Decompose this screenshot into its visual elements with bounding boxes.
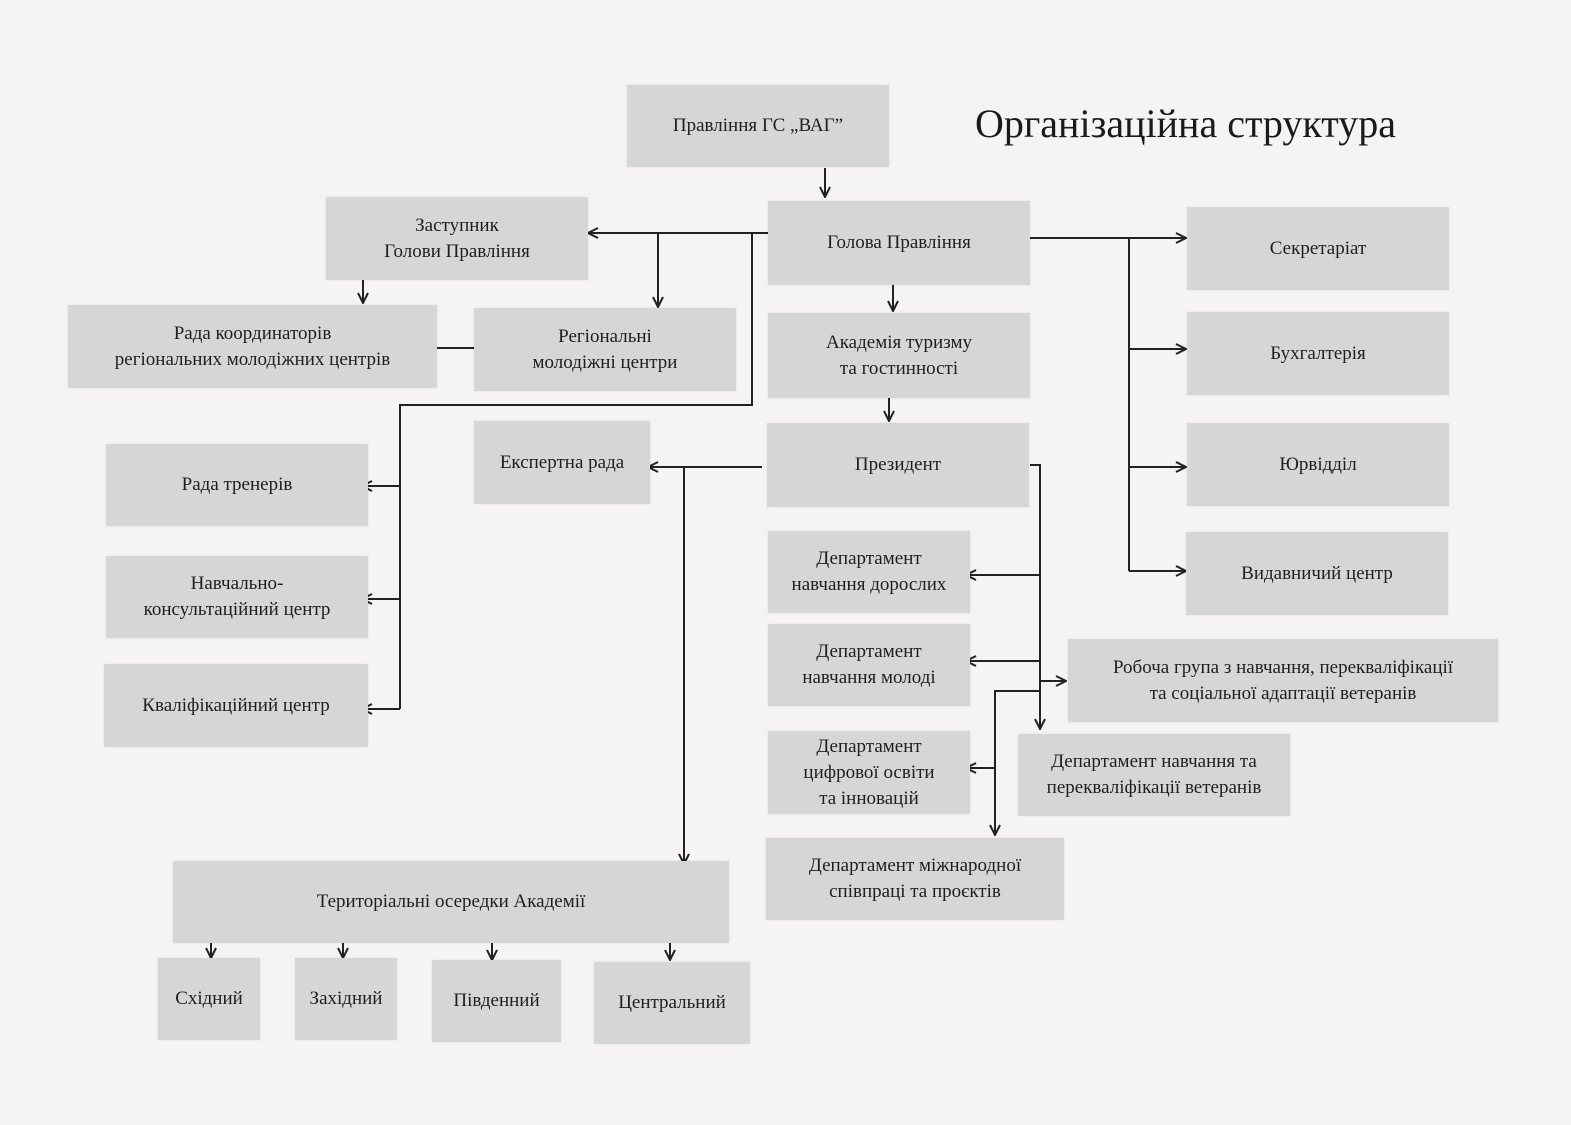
node-dep-navchannia-doroslykh: Департамент навчання дорослих bbox=[768, 531, 970, 613]
node-vydavnychyi-tsentr: Видавничий центр bbox=[1186, 532, 1448, 615]
node-zastupnyk: Заступник Голови Правління bbox=[326, 197, 588, 280]
node-regionalni-tsentry: Регіональні молодіжні центри bbox=[474, 308, 736, 391]
node-navch-konsult-tsentr: Навчально- консультаційний центр bbox=[106, 556, 368, 638]
link-prezydent-departments bbox=[1030, 464, 1040, 729]
node-pravlinnia: Правління ГС „ВАГ” bbox=[627, 85, 889, 167]
node-yurviddil: Юрвідділ bbox=[1187, 423, 1449, 506]
link-dep-mizhnar bbox=[995, 690, 1040, 835]
node-skhidnyi: Східний bbox=[158, 958, 260, 1040]
node-ekspertna-rada: Експертна рада bbox=[474, 421, 650, 504]
node-kvalif-tsentr: Кваліфікаційний центр bbox=[104, 664, 368, 747]
node-akademiia: Академія туризму та гостинності bbox=[768, 313, 1030, 398]
node-dep-navchannia-molodi: Департамент навчання молоді bbox=[768, 624, 970, 706]
chart-title: Організаційна структура bbox=[975, 101, 1397, 146]
node-rada-treneriv: Рада тренерів bbox=[106, 444, 368, 526]
node-holova: Голова Правління bbox=[768, 201, 1030, 285]
node-dep-veteraniv: Департамент навчання та перекваліфікації… bbox=[1018, 734, 1290, 816]
node-tsentralnyi: Центральний bbox=[594, 962, 750, 1044]
node-zakhidnyi: Західний bbox=[295, 958, 397, 1040]
link-holova-left-column bbox=[399, 233, 753, 709]
node-pivdennyi: Південний bbox=[432, 960, 561, 1042]
node-terytorialni-oseredky: Територіальні осередки Академії bbox=[173, 861, 729, 943]
node-robocha-hrupa: Робоча група з навчання, перекваліфікаці… bbox=[1068, 639, 1498, 722]
node-rada-koordynatoriv: Рада координаторів регіональних молодіжн… bbox=[68, 305, 437, 388]
node-dep-tsyfrovoi-osvity: Департамент цифрової освіти та інновацій bbox=[768, 731, 970, 814]
node-prezydent: Президент bbox=[767, 423, 1029, 507]
node-sekretariat: Секретаріат bbox=[1187, 207, 1449, 290]
node-bukhgalteria: Бухгалтерія bbox=[1187, 312, 1449, 395]
node-dep-mizhnarodnoi: Департамент міжнародної співпраці та про… bbox=[766, 838, 1064, 920]
